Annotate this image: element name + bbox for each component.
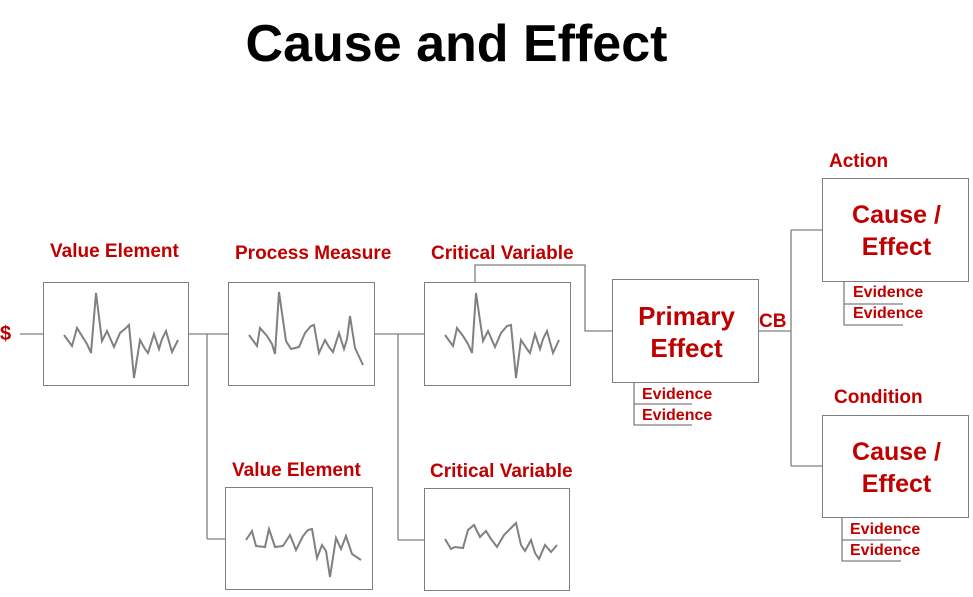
critical-variable-label: Critical Variable (430, 461, 573, 482)
evidence-label: Evidence (853, 305, 924, 322)
cause-effect-box-condition: Cause / Effect (822, 415, 969, 518)
value-element-box (43, 282, 189, 386)
process-measure-label: Process Measure (235, 243, 392, 264)
primary-effect-text: Primary Effect (638, 301, 735, 363)
value-element-label: Value Element (50, 241, 179, 262)
evidence-label: Evidence (850, 521, 921, 538)
sparkline (444, 292, 560, 379)
cause-effect-text: Cause / Effect (852, 438, 941, 498)
sparkline (245, 525, 362, 578)
action-label: Action (829, 151, 889, 172)
cause-effect-box-action: Cause / Effect (822, 178, 969, 282)
sparkline (63, 292, 179, 379)
process-measure-box (228, 282, 375, 386)
sparkline (444, 521, 558, 562)
page-title: Cause and Effect (245, 15, 668, 73)
cb-label: CB (759, 311, 787, 332)
critical-variable-box (424, 282, 571, 386)
evidence-label: Evidence (850, 542, 921, 559)
value-element-box (225, 487, 373, 590)
cause-effect-text: Cause / Effect (852, 201, 941, 261)
evidence-label: Evidence (853, 284, 924, 301)
condition-label: Condition (834, 387, 923, 408)
evidence-label: Evidence (642, 386, 713, 403)
evidence-label: Evidence (642, 407, 713, 424)
value-element-label: Value Element (232, 460, 361, 481)
critical-variable-label: Critical Variable (431, 243, 574, 264)
sparkline (248, 291, 364, 366)
dollar-label: $ (0, 323, 12, 345)
critical-variable-box (424, 488, 570, 591)
primary-effect-box: Primary Effect (612, 279, 759, 383)
